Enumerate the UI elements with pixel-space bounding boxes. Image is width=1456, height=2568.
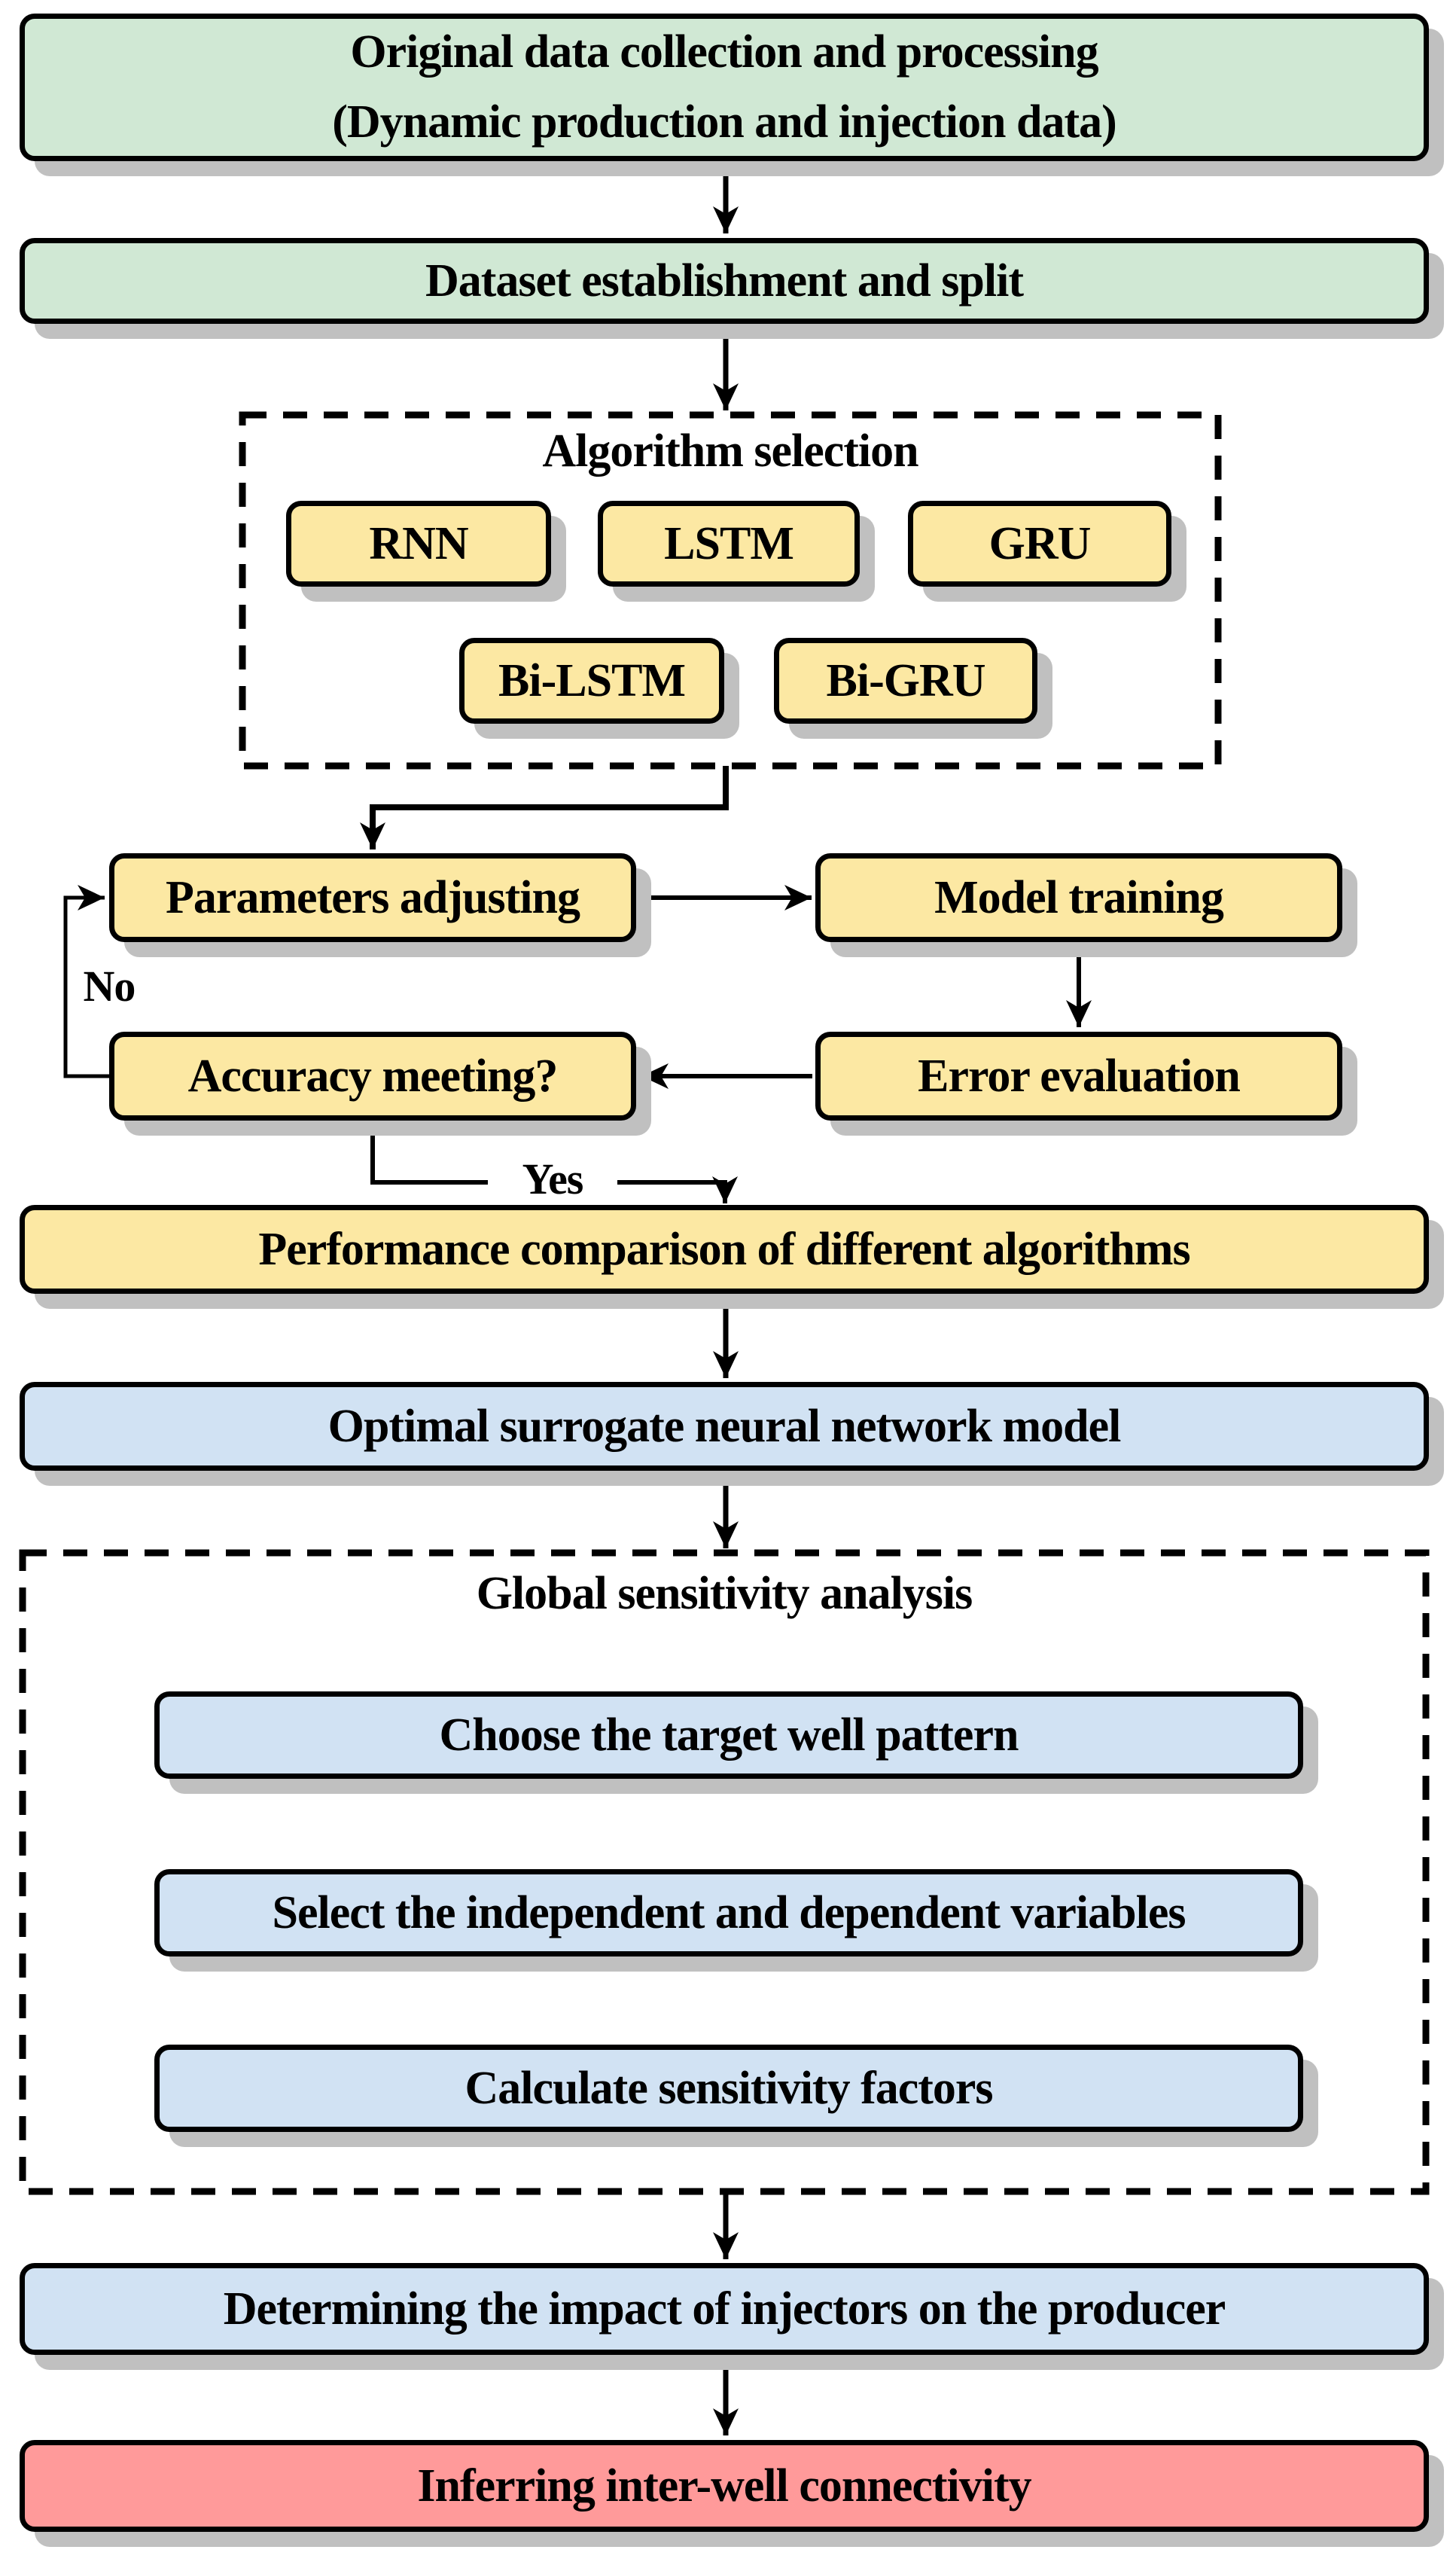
global-sensitivity-title: Global sensitivity analysis bbox=[476, 1568, 973, 1619]
node-rnn: RNN bbox=[286, 501, 551, 587]
node-lstm: LSTM bbox=[598, 501, 860, 587]
node-calculate-sensitivity-factors: Calculate sensitivity factors bbox=[154, 2045, 1303, 2132]
node-performance-comparison: Performance comparison of different algo… bbox=[20, 1205, 1429, 1294]
node-dataset-establishment: Dataset establishment and split bbox=[20, 238, 1429, 324]
node-label: LSTM bbox=[664, 517, 794, 569]
node-label: Calculate sensitivity factors bbox=[465, 2062, 993, 2114]
node-label: Select the independent and dependent var… bbox=[272, 1886, 1186, 1938]
node-bi-lstm: Bi-LSTM bbox=[459, 638, 724, 724]
node-label: Parameters adjusting bbox=[166, 871, 580, 923]
node-model-training: Model training bbox=[815, 853, 1342, 942]
node-error-evaluation: Error evaluation bbox=[815, 1032, 1342, 1121]
node-label: Inferring inter-well connectivity bbox=[417, 2460, 1031, 2512]
node-label: Dataset establishment and split bbox=[425, 255, 1024, 307]
node-label: Model training bbox=[934, 871, 1224, 923]
node-parameters-adjusting: Parameters adjusting bbox=[109, 853, 636, 942]
node-label: Bi-GRU bbox=[826, 654, 986, 706]
algorithm-selection-group-frame bbox=[239, 411, 1222, 770]
node-inferring-connectivity: Inferring inter-well connectivity bbox=[20, 2440, 1429, 2532]
algorithm-selection-title: Algorithm selection bbox=[542, 425, 918, 477]
node-label: Performance comparison of different algo… bbox=[258, 1223, 1190, 1275]
node-choose-well-pattern: Choose the target well pattern bbox=[154, 1691, 1303, 1779]
node-accuracy-meeting: Accuracy meeting? bbox=[109, 1032, 636, 1121]
node-label-line1: Original data collection and processing bbox=[350, 26, 1098, 78]
node-gru: GRU bbox=[908, 501, 1171, 587]
node-bi-gru: Bi-GRU bbox=[774, 638, 1037, 724]
node-label: Determining the impact of injectors on t… bbox=[223, 2283, 1226, 2335]
node-label: Error evaluation bbox=[918, 1050, 1241, 1102]
node-determining-impact: Determining the impact of injectors on t… bbox=[20, 2263, 1429, 2355]
node-label: Optimal surrogate neural network model bbox=[327, 1400, 1122, 1452]
arrow-no-feedback-loop bbox=[63, 885, 112, 1078]
node-label: Accuracy meeting? bbox=[187, 1050, 559, 1102]
node-label: GRU bbox=[988, 517, 1092, 569]
arrow-algorithms-to-parameters bbox=[360, 766, 729, 849]
node-label: Choose the target well pattern bbox=[439, 1709, 1019, 1761]
node-label-line2: (Dynamic production and injection data) bbox=[332, 96, 1116, 148]
edge-label-yes: Yes bbox=[488, 1155, 617, 1203]
node-select-variables: Select the independent and dependent var… bbox=[154, 1869, 1303, 1956]
node-label: RNN bbox=[369, 517, 468, 569]
node-label: Bi-LSTM bbox=[498, 654, 686, 706]
node-optimal-surrogate-model: Optimal surrogate neural network model bbox=[20, 1382, 1429, 1471]
edge-label-no: No bbox=[83, 962, 136, 1011]
node-original-data-collection: Original data collection and processing … bbox=[20, 14, 1429, 161]
